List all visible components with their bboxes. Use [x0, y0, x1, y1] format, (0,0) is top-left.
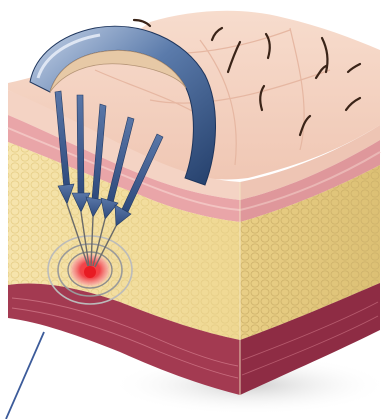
focal-core — [84, 266, 96, 278]
label-pointer-line — [6, 332, 44, 419]
hair-8 — [134, 20, 150, 26]
